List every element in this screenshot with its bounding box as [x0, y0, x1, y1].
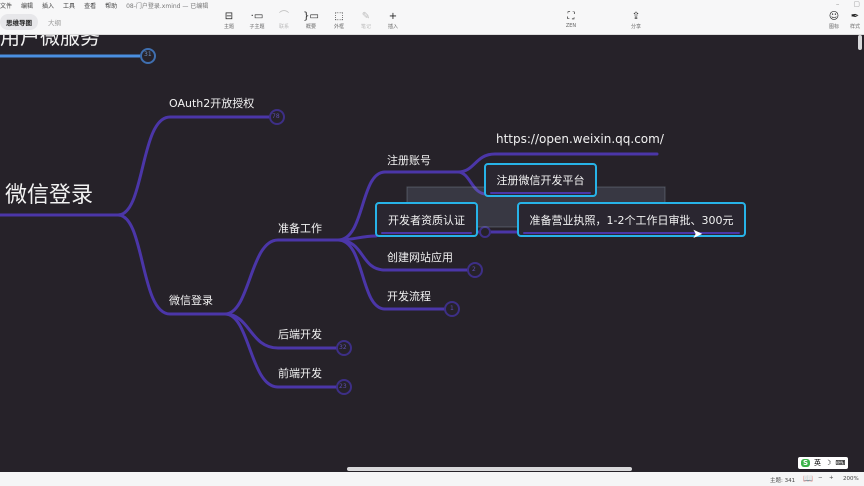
share-label: 分享 — [630, 24, 641, 30]
share-button[interactable]: ⇪ 分享 — [621, 10, 651, 30]
topic-license[interactable]: 准备营业执照，1-2个工作日审批、300元 — [517, 202, 746, 237]
insert-button[interactable]: + 插入 — [378, 10, 408, 30]
topic-dev-cert[interactable]: 开发者资质认证 — [375, 202, 478, 237]
badge-count: 32 — [339, 344, 347, 351]
insert-label: 插入 — [387, 24, 398, 30]
ime-moon-icon: ☽ — [825, 459, 832, 467]
relationship-button[interactable]: ⌒ 联系 — [269, 10, 299, 30]
window-title: 08-门户登录.xmind — 已编辑 — [126, 3, 209, 10]
mouse-cursor-icon: ➤ — [692, 227, 703, 242]
badge-count: 23 — [339, 383, 347, 390]
menu-edit[interactable]: 编辑 — [21, 3, 34, 10]
subtopic-label: 子主题 — [249, 24, 265, 30]
zoom-level[interactable]: 200% — [843, 476, 859, 482]
notes-button[interactable]: ✎ 笔记 — [351, 10, 381, 30]
badge-count: 1 — [450, 305, 454, 312]
share-icon: ⇪ — [631, 11, 641, 22]
badge-count: 31 — [144, 51, 152, 58]
relationship-icon: ⌒ — [279, 11, 289, 22]
book-icon[interactable]: 📖 — [803, 474, 813, 483]
plus-icon: + — [388, 11, 398, 22]
zen-button[interactable]: ⛶ZEN — [556, 10, 586, 29]
ime-keyboard-icon: ⌨ — [835, 459, 846, 467]
topic-icon: ⊟ — [224, 11, 234, 22]
ime-language[interactable]: 英 — [814, 459, 822, 467]
icon-panel-button[interactable]: ☺ 图标 — [819, 10, 849, 30]
summary-icon: }▭ — [303, 11, 319, 22]
sogou-icon: S — [801, 459, 811, 467]
branch-line — [116, 213, 230, 316]
style-panel-button[interactable]: ✒ 样式 — [840, 10, 864, 30]
topic-create-site[interactable]: 创建网站应用 — [387, 251, 453, 264]
branch-line — [223, 238, 340, 316]
boundary-button[interactable]: ⬚ 外框 — [324, 10, 354, 30]
menu-bar: 文件 编辑 插入 工具 查看 帮助 08-门户登录.xmind — 已编辑 — [0, 1, 208, 10]
zoom-in-button[interactable]: + — [829, 475, 834, 481]
collapse-badge — [336, 340, 352, 356]
topic-register[interactable]: 注册账号 — [387, 154, 431, 167]
maximize-icon[interactable]: ▢ — [853, 0, 860, 8]
collapse-badge — [467, 262, 483, 278]
topic-prep[interactable]: 准备工作 — [278, 222, 322, 235]
topic-register-platform[interactable]: 注册微信开发平台 — [484, 163, 597, 197]
branch-line — [456, 152, 659, 174]
zen-label: ZEN — [565, 23, 577, 29]
top-toolbar: 文件 编辑 插入 工具 查看 帮助 08-门户登录.xmind — 已编辑 思维… — [0, 0, 864, 35]
brush-icon: ✒ — [850, 11, 860, 22]
topic-dev-flow[interactable]: 开发流程 — [387, 290, 431, 303]
ime-toolbar[interactable]: S 英 ☽ ⌨ — [798, 457, 849, 469]
vertical-scrollbar[interactable] — [858, 35, 862, 50]
menu-insert[interactable]: 插入 — [42, 3, 55, 10]
topic-wechat-login[interactable]: 微信登录 — [169, 294, 213, 307]
branch-line — [456, 170, 488, 196]
summary-label: 概要 — [305, 24, 316, 30]
relationship-label: 联系 — [278, 24, 289, 30]
window-controls: –▢ — [836, 0, 860, 8]
collapse-toggle — [479, 226, 491, 238]
horizontal-scrollbar[interactable] — [347, 467, 632, 471]
fullscreen-icon: ⛶ — [567, 11, 575, 22]
branch-line — [336, 170, 460, 242]
subtopic-button[interactable]: ·▭ 子主题 — [242, 10, 272, 30]
status-bar: 主题: 341 📖 − + 200% — [0, 472, 864, 486]
badge-count: 78 — [272, 113, 280, 120]
notes-label: 笔记 — [360, 24, 371, 30]
smiley-icon: ☺ — [828, 11, 840, 22]
branch-line — [336, 238, 448, 311]
menu-help[interactable]: 帮助 — [105, 3, 118, 10]
badge-count: 2 — [472, 266, 476, 273]
topic-label: 主题 — [223, 24, 234, 30]
minimize-icon[interactable]: – — [835, 0, 840, 8]
icon-panel-label: 图标 — [828, 24, 839, 30]
topic-user-service[interactable]: 用户微服务 — [0, 35, 100, 49]
collapse-badge — [444, 301, 460, 317]
zoom-out-button[interactable]: − — [818, 475, 823, 481]
subtopic-icon: ·▭ — [250, 11, 264, 22]
topic-root[interactable]: 微信登录 — [5, 183, 94, 208]
boundary-label: 外框 — [333, 24, 344, 30]
topic-frontend[interactable]: 前端开发 — [278, 367, 322, 380]
topic-url[interactable]: https://open.weixin.qq.com/ — [496, 132, 664, 146]
topic-count: 主题: 341 — [770, 478, 796, 484]
topic-oauth[interactable]: OAuth2开放授权 — [169, 97, 255, 110]
branch-line — [223, 312, 339, 389]
summary-button[interactable]: }▭ 概要 — [296, 10, 326, 30]
collapse-badge — [336, 379, 352, 395]
collapse-badge — [269, 109, 285, 125]
topic-backend[interactable]: 后端开发 — [278, 328, 322, 341]
branch-line — [0, 115, 272, 217]
tab-mindmap[interactable]: 思维导图 — [0, 14, 38, 30]
notes-icon: ✎ — [361, 11, 371, 22]
menu-tools[interactable]: 工具 — [63, 3, 76, 10]
menu-file[interactable]: 文件 — [0, 3, 13, 10]
collapse-badge — [140, 48, 156, 64]
topic-button[interactable]: ⊟ 主题 — [214, 10, 244, 30]
boundary-icon: ⬚ — [334, 11, 344, 22]
style-panel-label: 样式 — [849, 24, 860, 30]
mindmap-canvas[interactable]: 用户微服务 31 微信登录 OAuth2开放授权 78 微信登录 准备工作 后端… — [0, 35, 864, 472]
tab-outline[interactable]: 大纲 — [48, 19, 61, 27]
menu-view[interactable]: 查看 — [84, 3, 97, 10]
